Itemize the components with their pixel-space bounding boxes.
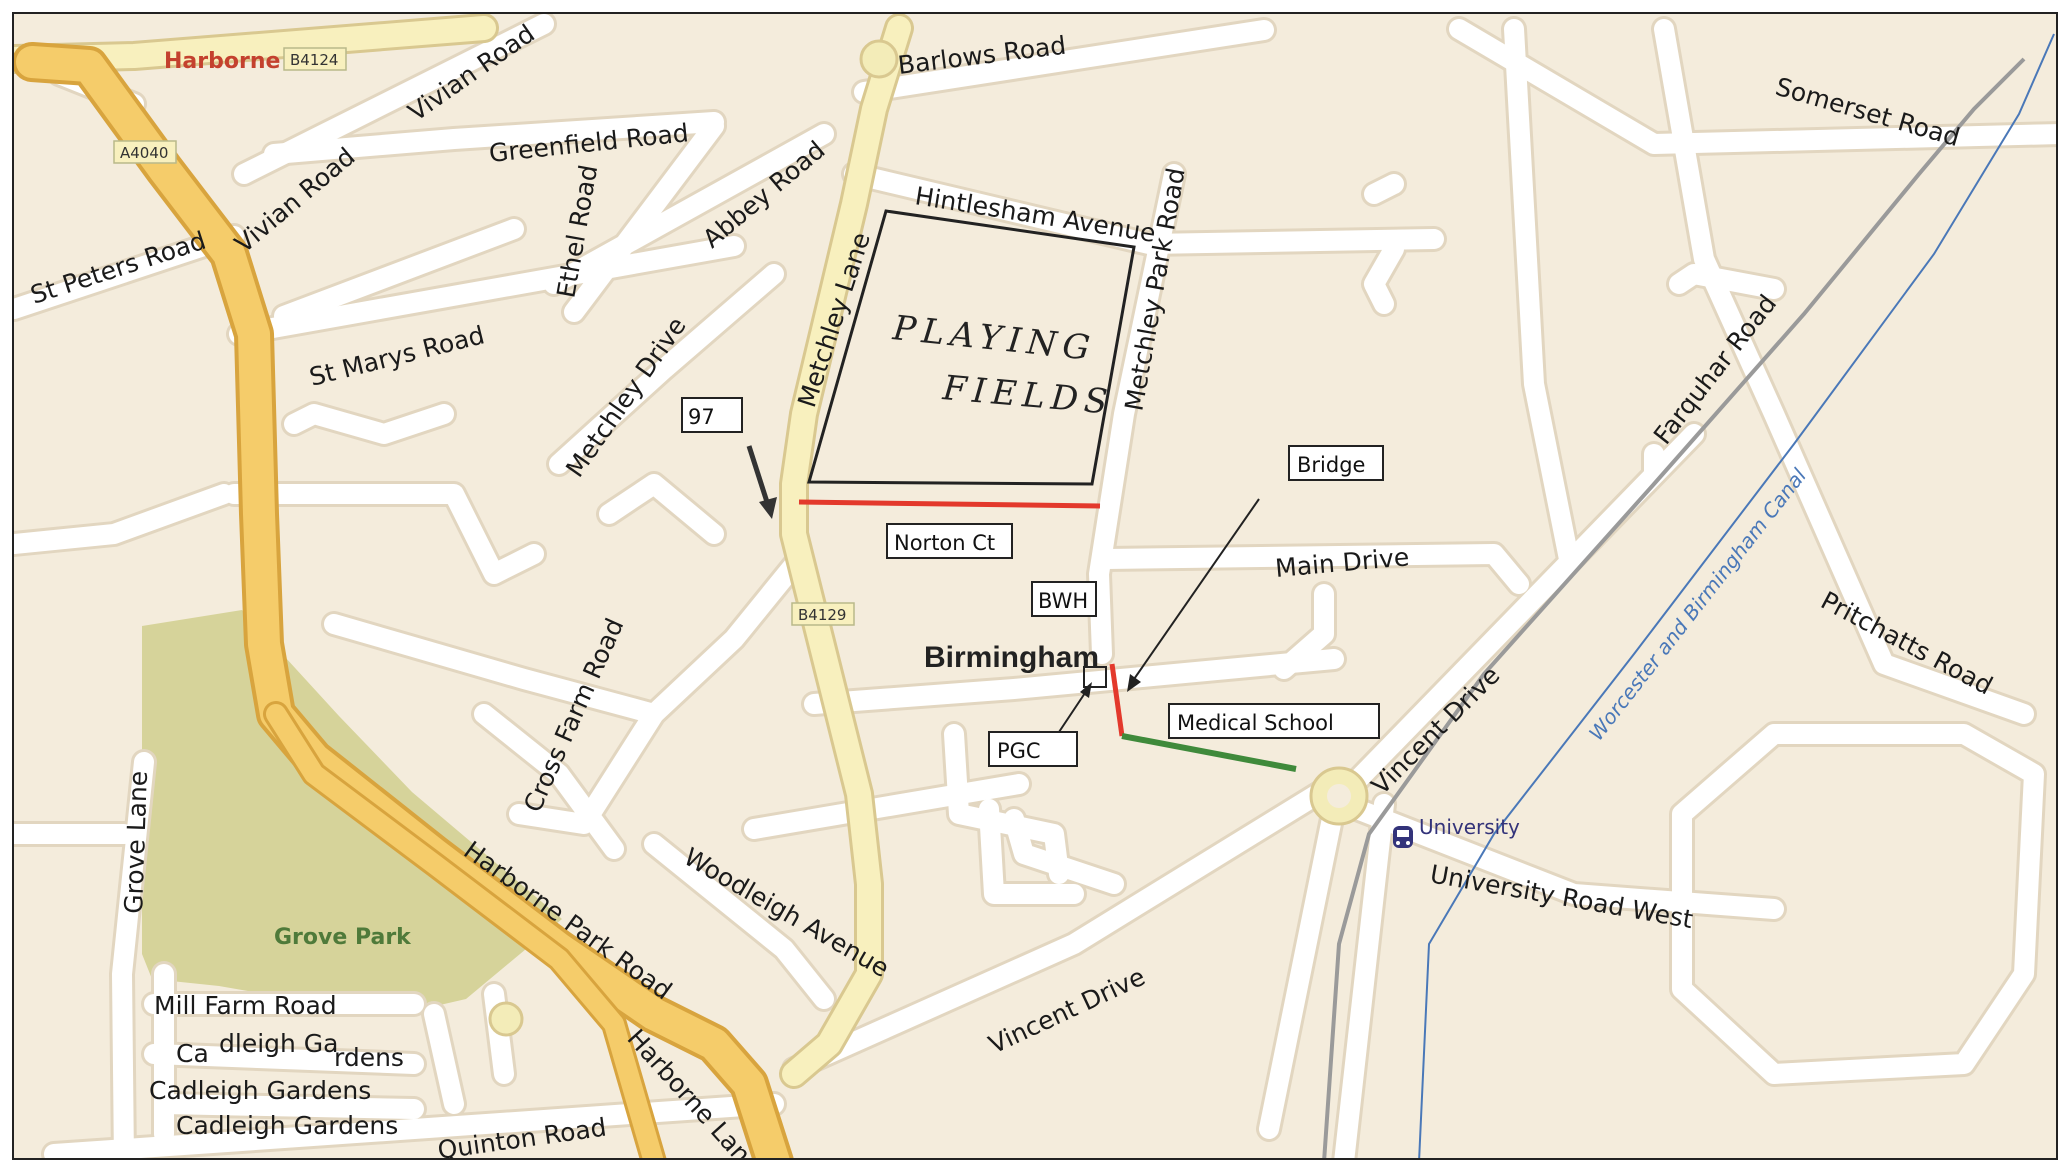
place-birmingham: Birmingham xyxy=(924,641,1099,674)
map-frame: PLAYING FIELDS 97 Norton Ct Bridge BWH P… xyxy=(12,12,2058,1160)
annotation-box-pgc: PGC xyxy=(988,731,1078,767)
place-harborne: Harborne xyxy=(164,49,280,74)
annotation-box-97: 97 xyxy=(681,397,743,433)
map-canvas[interactable]: PLAYING FIELDS 97 Norton Ct Bridge BWH P… xyxy=(14,14,2058,1160)
svg-text:B4124: B4124 xyxy=(290,51,338,69)
annotation-box-bridge: Bridge xyxy=(1288,445,1384,481)
minor-roads xyxy=(14,14,2056,1158)
svg-text:Medical School: Medical School xyxy=(1177,711,1334,735)
annotation-box-medical-school: Medical School xyxy=(1168,703,1380,739)
railway-line xyxy=(1322,57,2026,1158)
canal-line xyxy=(1418,33,2055,1158)
place-grove-park: Grove Park xyxy=(274,925,412,950)
road-cadleigh-gardens-2: Cadleigh Gardens xyxy=(149,1076,371,1105)
route-red-norton-ct xyxy=(798,499,1101,509)
route-red-medical xyxy=(1109,663,1125,737)
svg-text:PGC: PGC xyxy=(997,739,1041,763)
annotation-box-norton-ct: Norton Ct xyxy=(886,523,1013,559)
shield-a4040: A4040 xyxy=(113,140,177,164)
roundabouts xyxy=(488,39,1369,1037)
shield-b4129: B4129 xyxy=(791,602,855,626)
annotation-box-bwh: BWH xyxy=(1031,581,1097,617)
playing-fields-outline xyxy=(807,209,1136,486)
svg-text:Bridge: Bridge xyxy=(1297,453,1365,477)
road-cadleigh-gardens-1c: rdens xyxy=(334,1043,404,1072)
route-green xyxy=(1121,733,1297,772)
a-roads xyxy=(14,42,794,1158)
train-station-icon xyxy=(1393,826,1413,848)
place-university: University xyxy=(1419,815,1520,839)
svg-text:Norton Ct: Norton Ct xyxy=(894,531,995,555)
annotation-arrows xyxy=(746,445,1260,733)
road-mill-farm-road: Mill Farm Road xyxy=(154,991,337,1020)
svg-text:97: 97 xyxy=(688,405,715,429)
svg-text:B4129: B4129 xyxy=(798,606,846,624)
road-cadleigh-gardens-1b: dleigh Ga xyxy=(219,1029,339,1058)
svg-text:BWH: BWH xyxy=(1038,589,1088,613)
road-cadleigh-gardens-1a: Ca xyxy=(176,1039,209,1068)
svg-text:A4040: A4040 xyxy=(120,144,168,162)
shield-b4124: B4124 xyxy=(283,47,347,71)
road-grove-lane: Grove Lane xyxy=(119,770,153,914)
road-cadleigh-gardens-3: Cadleigh Gardens xyxy=(176,1111,398,1140)
pgc-marker xyxy=(1083,666,1107,688)
